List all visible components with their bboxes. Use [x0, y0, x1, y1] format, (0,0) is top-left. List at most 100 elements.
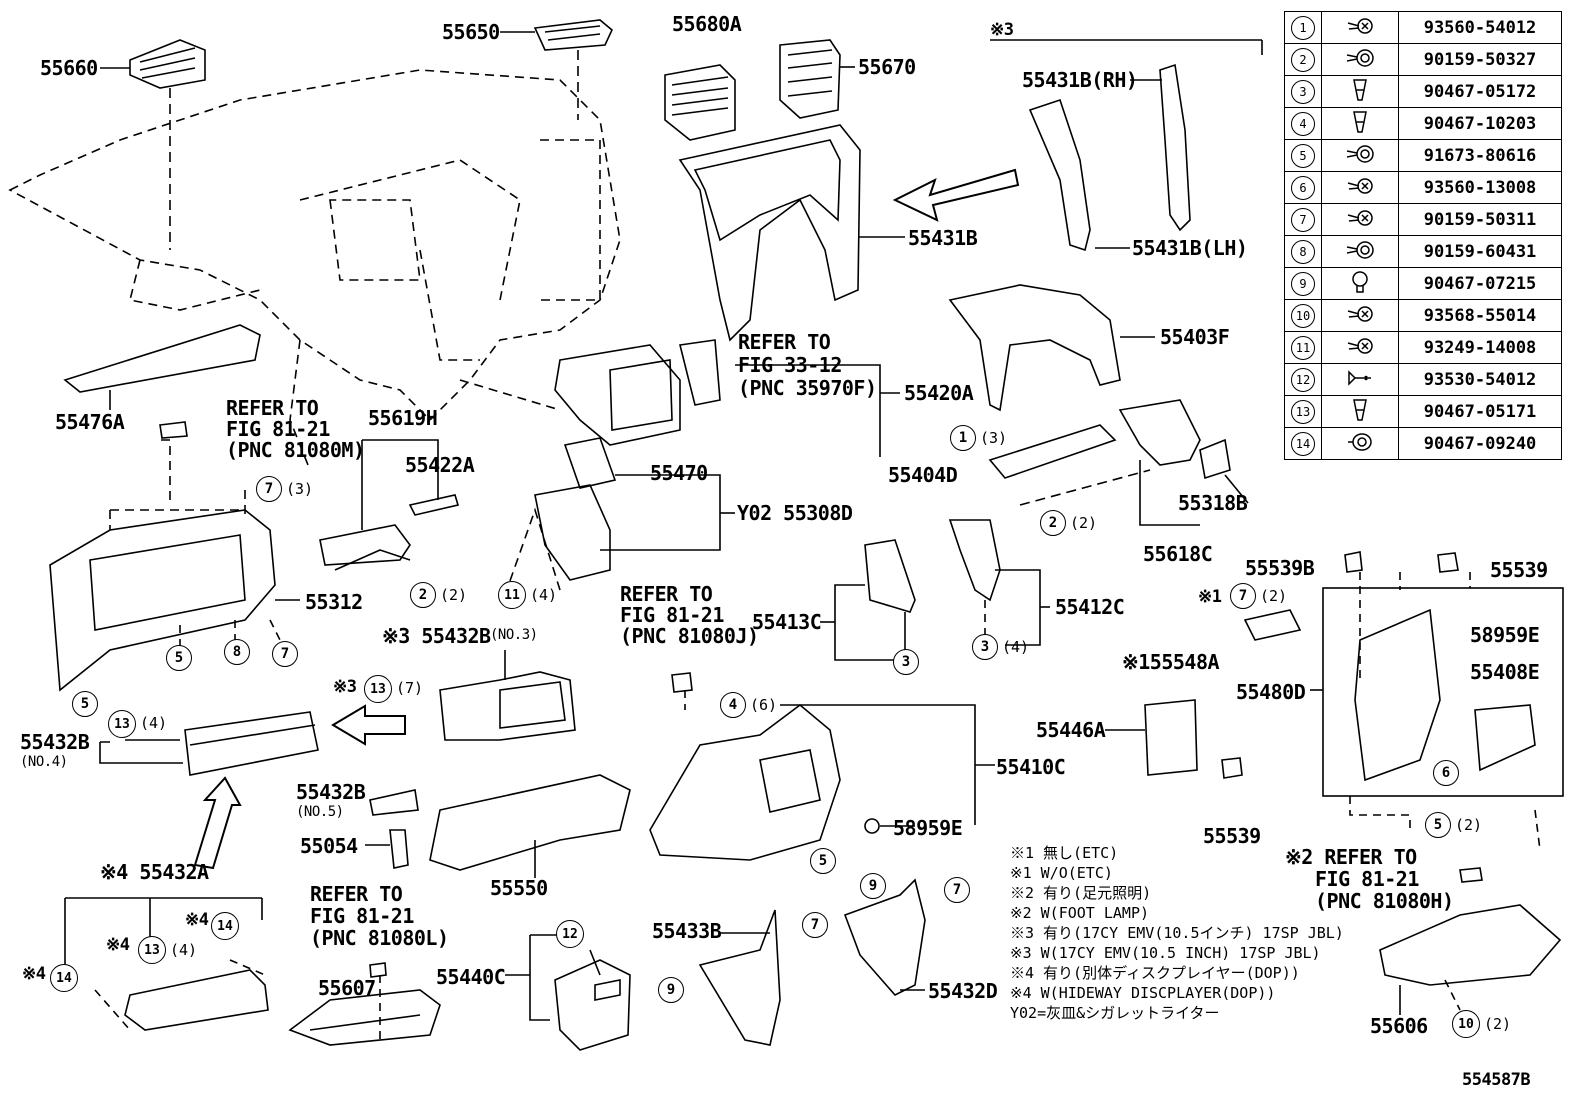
callout-6: 6	[1433, 760, 1459, 786]
label-55480D: 55480D	[1236, 680, 1306, 704]
fastener-part-number: 90467-09240	[1398, 427, 1562, 460]
label-55422A: 55422A	[405, 453, 475, 477]
arrow-left-2	[331, 704, 406, 746]
connector-81080L	[369, 962, 387, 978]
frame-55480D-box	[1322, 587, 1564, 797]
callout-12: 12	[556, 920, 584, 948]
switch-55548A	[1243, 609, 1302, 641]
label-55618C: 55618C	[1143, 542, 1213, 566]
refer-81080L-line3: (PNC 81080L)	[310, 926, 449, 950]
vent-55660	[129, 39, 206, 89]
label-55650: 55650	[442, 20, 500, 44]
fastener-part-number: 90467-05171	[1398, 395, 1562, 428]
panel-55433B	[698, 909, 781, 1046]
refer-81080M-line3: (PNC 81080M)	[226, 438, 365, 462]
label-55432D: 55432D	[928, 979, 998, 1003]
fastener-number: 1	[1284, 11, 1322, 44]
label-55432B-no4: 55432B	[20, 730, 90, 754]
screw-icon	[1321, 331, 1399, 364]
refer-81080L-line2: FIG 81-21	[310, 904, 414, 928]
callout-13-b-qty: (4)	[140, 714, 168, 732]
callout-4-qty: (6)	[750, 696, 778, 714]
fastener-number: 5	[1284, 139, 1322, 172]
callout-14-a: 14	[211, 912, 239, 940]
fastener-number: 9	[1284, 267, 1322, 300]
label-55431B-LH: 55431B(LH)	[1132, 236, 1248, 260]
label-55054: 55054	[300, 834, 358, 858]
fastener-number-circle: 4	[1291, 111, 1315, 136]
push-clip-icon	[1321, 267, 1399, 300]
cover-55408E	[1474, 704, 1536, 772]
fastener-number-circle: 8	[1291, 239, 1315, 264]
label-55548A: ※155548A	[1122, 650, 1220, 674]
arrow-left	[892, 168, 1020, 222]
screw-icon	[1321, 11, 1399, 44]
fastener-number: 4	[1284, 107, 1322, 140]
mark-4-b: ※4	[106, 935, 130, 955]
fastener-number: 13	[1284, 395, 1322, 428]
clip-icon	[1321, 75, 1399, 108]
callout-9-a: 9	[860, 873, 886, 899]
panel-55476A	[63, 324, 261, 393]
label-55607: 55607	[318, 976, 376, 1000]
label-55433B: 55433B	[652, 919, 722, 943]
mark-4-a: ※4	[185, 910, 209, 930]
fastener-number-circle: 9	[1291, 271, 1315, 296]
label-55606: 55606	[1370, 1014, 1428, 1038]
label-55539-top: 55539	[1490, 558, 1548, 582]
panel-55412C	[948, 519, 1001, 602]
clip-icon	[1321, 107, 1399, 140]
connector-81080J	[671, 672, 693, 693]
fastener-part-number: 93560-54012	[1398, 11, 1562, 44]
callout-2-left: 2	[410, 582, 436, 608]
callout-3-b-qty: (4)	[1002, 638, 1030, 656]
label-55470: 55470	[650, 461, 708, 485]
arrow-up	[193, 776, 242, 870]
fastener-number-circle: 3	[1291, 79, 1315, 104]
console-55420A	[554, 344, 681, 446]
fastener-number-circle: 11	[1291, 335, 1315, 360]
panel-55432D	[843, 878, 926, 996]
panel-55413C	[864, 539, 916, 613]
callout-7-c: 7	[1230, 583, 1256, 609]
refer-81080H-line3: (PNC 81080H)	[1315, 889, 1454, 913]
fastener-row: 8 90159-60431	[1284, 235, 1562, 268]
frame-55312	[49, 509, 276, 692]
clip-55539-a	[1437, 552, 1459, 573]
fastener-number-circle: 13	[1291, 399, 1315, 424]
switch-panel-55480D	[1354, 608, 1441, 782]
label-55413C: 55413C	[752, 610, 822, 634]
fastener-number-circle: 5	[1291, 143, 1315, 168]
bracket-55618C	[1118, 399, 1231, 480]
clip-icon	[1321, 395, 1399, 428]
label-no3: (NO.3)	[490, 627, 538, 643]
note-line: Y02=灰皿&シガレットライター	[1010, 1004, 1220, 1022]
label-55446A: 55446A	[1036, 718, 1106, 742]
note-line: ※1 W/O(ETC)	[1010, 864, 1113, 882]
label-55432A: ※4 55432A	[100, 860, 209, 884]
label-55550: 55550	[490, 876, 548, 900]
label-55318B: 55318B	[1178, 491, 1248, 515]
fastener-part-number: 90159-60431	[1398, 235, 1562, 268]
notes-block: ※1 無し(ETC) ※1 W/O(ETC) ※2 有り(足元照明) ※2 W(…	[1010, 843, 1344, 1023]
callout-13-a-qty: (7)	[396, 679, 424, 697]
panel-55410C	[649, 703, 841, 861]
callout-5-d: 5	[810, 848, 836, 874]
part-55422A	[408, 494, 460, 516]
fastener-part-number: 90159-50311	[1398, 203, 1562, 236]
cover-55606	[1379, 904, 1562, 986]
fastener-number-circle: 1	[1291, 15, 1315, 40]
callout-13-a: 13	[364, 675, 392, 703]
panel-55432B-no3	[439, 671, 576, 741]
bezel-55431B	[678, 124, 861, 342]
connector-81080H	[1459, 867, 1483, 883]
